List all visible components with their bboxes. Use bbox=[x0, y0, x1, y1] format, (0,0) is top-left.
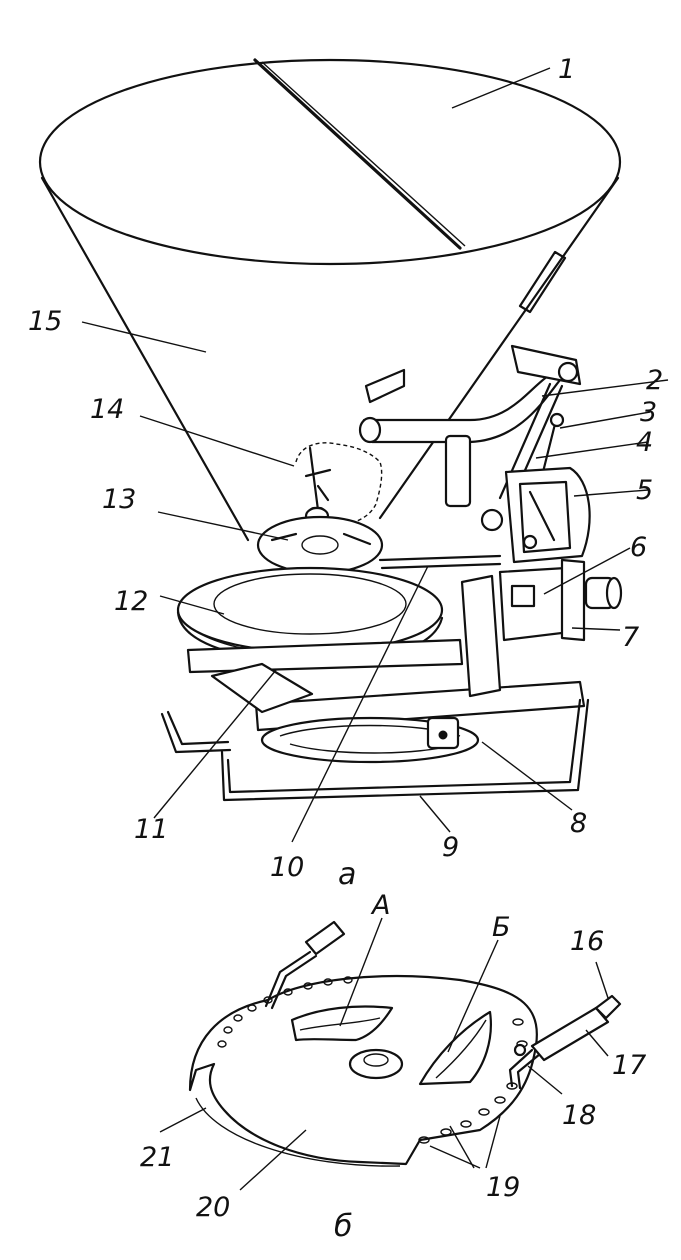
callout-18: 18 bbox=[562, 1100, 596, 1131]
callouts-a: 1 2 3 4 5 6 7 8 9 10 11 12 13 14 15 а bbox=[28, 54, 663, 892]
caption-b: б bbox=[334, 1209, 353, 1244]
callout-17: 17 bbox=[612, 1050, 646, 1081]
callout-a: А bbox=[370, 890, 390, 921]
caption-a: а bbox=[338, 857, 356, 892]
callout-b: Б bbox=[492, 912, 511, 943]
leader-lines-b bbox=[159, 917, 609, 1191]
shutter-plate bbox=[256, 515, 384, 575]
callout-4: 4 bbox=[636, 427, 653, 458]
callout-3: 3 bbox=[640, 397, 657, 428]
callout-13: 13 bbox=[102, 484, 136, 515]
callout-12: 12 bbox=[114, 586, 148, 617]
rod-sleeve bbox=[530, 1006, 610, 1062]
shutter-plate-drawing: А Б 16 17 18 19 20 21 б bbox=[140, 890, 646, 1244]
opening-b bbox=[418, 1010, 492, 1086]
leader-lines-a bbox=[81, 67, 669, 843]
callouts-b: А Б 16 17 18 19 20 21 б bbox=[140, 890, 646, 1244]
callout-5: 5 bbox=[636, 475, 653, 506]
callout-8: 8 bbox=[570, 808, 587, 839]
callout-20: 20 bbox=[196, 1192, 230, 1223]
hitch-linkage bbox=[358, 344, 582, 532]
callout-2: 2 bbox=[646, 365, 663, 396]
callout-21: 21 bbox=[140, 1142, 174, 1173]
callout-14: 14 bbox=[90, 394, 124, 425]
callout-15: 15 bbox=[28, 306, 62, 337]
callout-16: 16 bbox=[570, 926, 604, 957]
rod-end bbox=[594, 994, 622, 1020]
callout-9: 9 bbox=[442, 832, 459, 863]
rate-regulator bbox=[504, 412, 591, 564]
holes-left bbox=[217, 976, 353, 1048]
gearbox bbox=[378, 554, 623, 698]
callout-1: 1 bbox=[558, 54, 575, 85]
spreader-assembly-drawing: 1 2 3 4 5 6 7 8 9 10 11 12 13 14 15 а bbox=[28, 54, 669, 892]
frame bbox=[160, 638, 590, 802]
callout-10: 10 bbox=[270, 852, 304, 883]
hopper bbox=[38, 58, 622, 542]
callout-7: 7 bbox=[622, 622, 639, 653]
callout-11: 11 bbox=[134, 814, 168, 845]
callout-6: 6 bbox=[630, 532, 647, 563]
callout-19: 19 bbox=[486, 1172, 520, 1203]
hub bbox=[348, 1048, 404, 1080]
holes-right bbox=[418, 1018, 528, 1144]
